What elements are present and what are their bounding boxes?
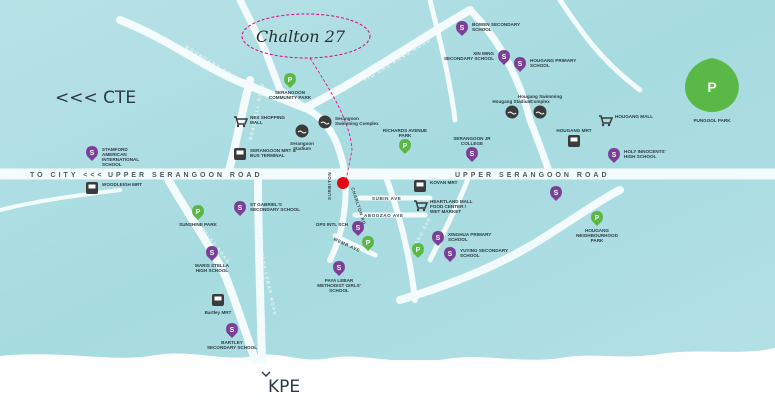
poi-label-hougang-stadium: Hougang Stadium: [492, 99, 531, 104]
svg-text:S: S: [460, 25, 465, 32]
svg-text:S: S: [612, 152, 617, 159]
park-icon: P: [412, 243, 424, 258]
punggol-park-marker: P PUNGGOL PARK: [685, 58, 739, 123]
shopping-cart-icon: [599, 115, 614, 127]
svg-text:S: S: [90, 150, 95, 157]
shopping-cart-icon: [414, 200, 429, 212]
school-icon: S: [432, 231, 444, 246]
brand-label: Chalton 27: [241, 13, 371, 181]
poi-label-woodleigh: WOODLEIGH MRT: [102, 182, 142, 187]
school-icon: S: [444, 247, 456, 262]
svg-text:S: S: [502, 54, 507, 61]
school-icon: S: [466, 147, 478, 162]
poi-label-serangoon-mrt: SERANGOON MRT &BUS TERMINAL: [250, 148, 297, 158]
svg-text:S: S: [470, 151, 475, 158]
svg-text:P: P: [366, 240, 371, 247]
location-marker: [337, 177, 349, 189]
direction-kpe: KPE: [268, 377, 300, 397]
svg-text:S: S: [356, 225, 361, 232]
svg-text:P: P: [416, 247, 421, 254]
street-label-subin: SUBIN AVE: [372, 196, 401, 201]
school-icon: S: [456, 21, 468, 36]
park-icon: P: [399, 139, 411, 154]
road-label-upper-serangoon: UPPER SERANGOON ROAD: [108, 172, 263, 179]
svg-text:P: P: [595, 215, 600, 222]
poi-label-dps: DPS INTL SCH: [316, 222, 349, 227]
school-icon: S: [206, 246, 218, 261]
train-station-icon: [414, 180, 426, 192]
svg-text:S: S: [436, 235, 441, 242]
sports-complex-icon: [505, 105, 519, 119]
park-icon: P: [192, 205, 204, 220]
train-station-icon: [86, 182, 98, 194]
poi-label-hougang-mall: HOUGANG MALL: [615, 114, 653, 119]
svg-text:S: S: [518, 61, 523, 68]
svg-text:P: P: [288, 77, 293, 84]
train-station-icon: [568, 135, 580, 147]
brand-name: Chalton 27: [256, 27, 346, 46]
school-icon: S: [608, 148, 620, 163]
shopping-cart-icon: [234, 116, 249, 128]
poi-label-hougang-mrt: HOUGANG MRT: [556, 128, 591, 133]
svg-text:S: S: [337, 265, 342, 272]
train-station-icon: [234, 148, 246, 160]
svg-text:S: S: [210, 250, 215, 257]
school-icon: S: [498, 50, 510, 65]
park-icon: P: [284, 73, 296, 88]
street-label-aboozao: ABOOZAO AVE: [364, 213, 404, 218]
svg-text:S: S: [448, 251, 453, 258]
road-label-to-city: TO CITY <<<: [30, 172, 105, 179]
school-icon: S: [234, 201, 246, 216]
train-station-icon: [212, 294, 224, 306]
street-label-surbiton: SURBITON: [327, 172, 332, 200]
sports-complex-icon: [295, 124, 309, 138]
svg-text:S: S: [230, 327, 235, 334]
school-icon: S: [352, 221, 364, 236]
svg-text:P: P: [403, 143, 408, 150]
direction-cte: <<< CTE: [55, 88, 136, 108]
svg-text:P: P: [196, 209, 201, 216]
poi-label-sunshine: SUNSHINE PARK: [179, 222, 217, 227]
park-icon: P: [591, 211, 603, 226]
poi-label-kovan: KOVAN MRT: [430, 180, 458, 185]
svg-text:PUNGGOL PARK: PUNGGOL PARK: [693, 118, 731, 123]
school-icon: S: [550, 186, 562, 201]
svg-text:S: S: [238, 205, 243, 212]
school-icon: S: [86, 146, 98, 161]
kpe-arrow-icon: [261, 371, 271, 377]
sports-complex-icon: [533, 105, 547, 119]
school-icon: S: [333, 261, 345, 276]
road-label-upper-serangoon-right: UPPER SERANGOON ROAD: [455, 172, 610, 179]
park-icon: P: [362, 236, 374, 251]
poi-label-bartley-mrt: Bartley MRT: [205, 310, 232, 315]
poi-label-holy-innocents: HOLY INNOCENTS'HIGH SCHOOL: [624, 149, 666, 159]
school-icon: S: [226, 323, 238, 338]
svg-text:S: S: [554, 190, 559, 197]
school-icon: S: [514, 57, 526, 72]
road-network: [0, 0, 775, 364]
svg-text:P: P: [707, 79, 716, 95]
sports-complex-icon: [318, 115, 332, 129]
